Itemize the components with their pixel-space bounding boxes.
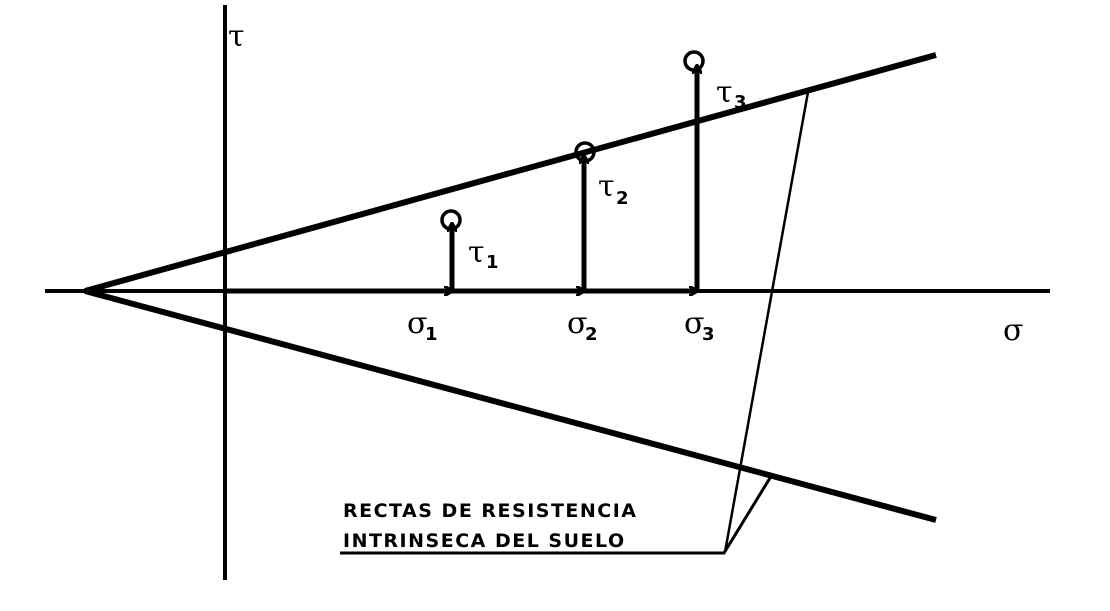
caption-leader-line xyxy=(340,477,772,555)
thin-line xyxy=(723,91,810,553)
tau1-subscript: 1 xyxy=(486,252,499,273)
tau3-subscript: 3 xyxy=(734,92,747,113)
point1-circle xyxy=(440,209,462,231)
tau2-subscript: 2 xyxy=(616,188,629,209)
sigma3-label: σ xyxy=(684,306,704,341)
caption-line-1: RECTAS DE RESISTENCIA xyxy=(343,500,638,522)
sigma-axis-label: σ xyxy=(1003,313,1023,348)
sigma3-subscript: 3 xyxy=(702,324,715,345)
sigma1-label: σ xyxy=(407,306,427,341)
sigma2-label: σ xyxy=(567,306,587,341)
point2-circle xyxy=(574,141,596,163)
caption-line-2: INTRINSECA DEL SUELO xyxy=(343,530,626,552)
tau2-label: τ xyxy=(598,169,615,204)
upper-strength-line xyxy=(84,52,937,294)
tau-axis-label: τ xyxy=(228,19,245,54)
point3-circle xyxy=(683,50,705,72)
lower-strength-line xyxy=(84,288,937,523)
sigma1-subscript: 1 xyxy=(425,324,438,345)
tau1-label: τ xyxy=(468,235,485,270)
tau3-label: τ xyxy=(716,75,733,110)
sigma2-subscript: 2 xyxy=(585,324,598,345)
